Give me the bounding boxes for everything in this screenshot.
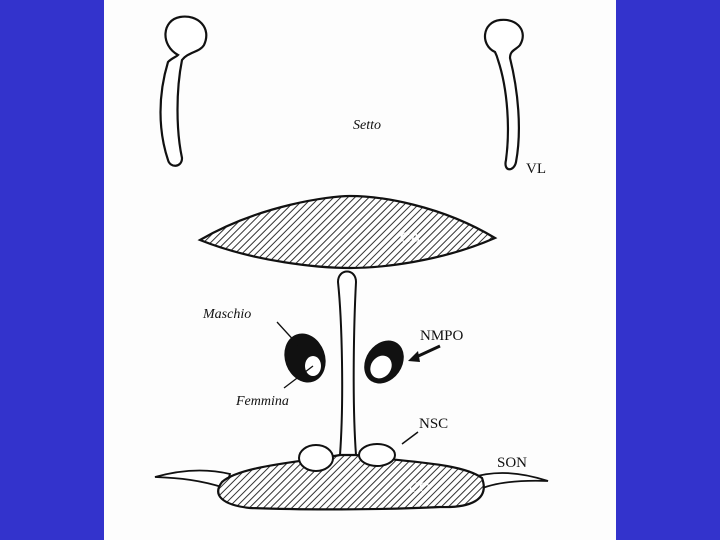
right-lateral-ventricle [484,18,524,171]
septum-label: Setto [353,118,381,133]
son-right-wing [468,472,549,492]
female-pointer [283,365,314,389]
ca-label: CA [400,230,421,246]
left-nsc [298,444,334,472]
third-ventricle [336,270,358,456]
right-nsc [358,443,396,467]
anterior-commissure [197,194,498,270]
right-nmpo-inner [370,355,392,379]
optic-chiasm [217,453,485,511]
left-nmpo-male [284,333,326,383]
nmpo-arrowhead [408,351,420,362]
male-label: Maschio [202,307,251,322]
female-label: Femmina [235,394,289,409]
nmpo-label: NMPO [420,328,464,344]
nsc-pointer [401,431,419,445]
vl-label: VL [526,161,546,177]
left-lateral-ventricle [159,15,208,167]
nsc-label: NSC [419,416,448,432]
son-label: SON [497,455,527,471]
male-pointer [276,321,299,346]
co-label: CO [409,480,430,496]
